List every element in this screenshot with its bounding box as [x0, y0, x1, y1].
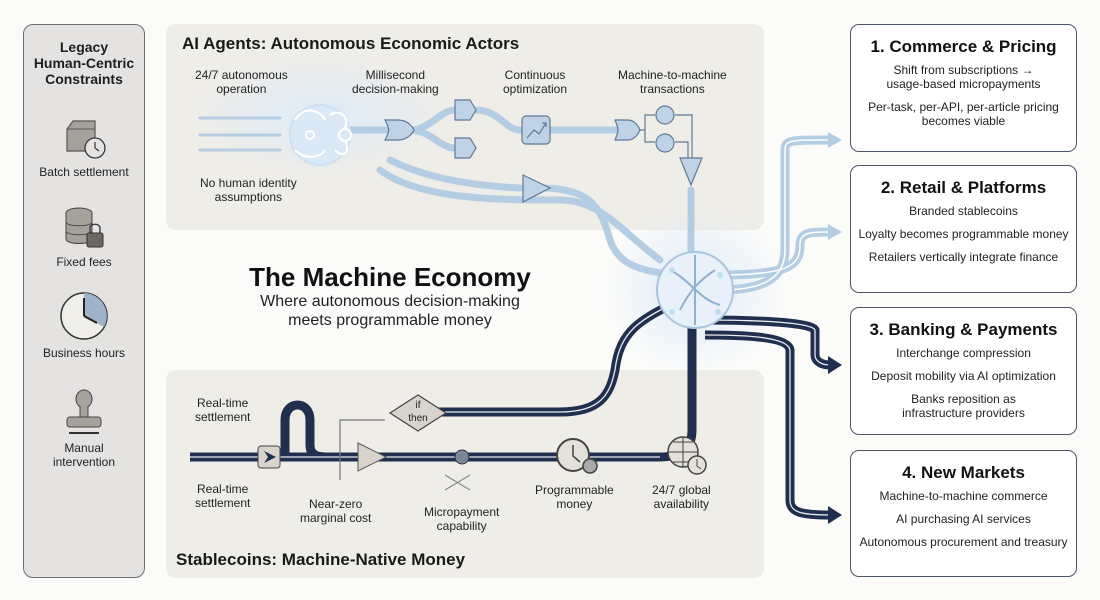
decision-if-text: if: [416, 400, 421, 411]
economy-hub-icon: [656, 251, 734, 329]
shuffle-icon: [444, 474, 471, 491]
card-title: 3. Banking & Payments: [869, 320, 1058, 339]
stamp-icon: [66, 389, 102, 434]
amplifier-icon: [522, 174, 552, 203]
ai-flow-highlights: [719, 139, 831, 291]
stablecoins-title: Stablecoins: Machine-Native Money: [176, 550, 466, 569]
card-line: Branded stablecoins: [909, 204, 1018, 218]
arrow-to-banking: [828, 356, 842, 374]
arrow-to-commerce: [828, 132, 842, 148]
card-line: Deposit mobility via AI optimization: [871, 369, 1056, 383]
card-line: Retailers vertically integrate finance: [868, 250, 1059, 264]
page-subtitle-line-2: meets programmable money: [288, 312, 492, 329]
legacy-item-business-hours: Business hours: [24, 290, 144, 360]
gate-icon: [454, 137, 477, 159]
card-line: Shift from subscriptions → usage-based m…: [886, 63, 1041, 91]
stablecoin-flow-lines: [190, 295, 831, 520]
page-subtitle-line-1: Where autonomous decision-making: [260, 293, 520, 310]
card-line: Machine-to-machine commerce: [879, 489, 1048, 503]
outcome-card-banking: 3. Banking & Payments Interchange compre…: [850, 307, 1077, 435]
m2m-node-icon: [614, 105, 703, 187]
database-lock-icon: [65, 207, 104, 248]
clock-icon: [60, 292, 108, 340]
or-gate-icon: [384, 119, 415, 141]
card-line: Loyalty becomes programmable money: [858, 227, 1069, 241]
stablecoins-panel: Stablecoins: Machine-Native Money: [166, 370, 764, 578]
card-line: Per-task, per-API, per-article pricing b…: [868, 100, 1059, 128]
outcome-card-new-markets: 4. New Markets Machine-to-machine commer…: [850, 450, 1077, 577]
triangle-amplifier-icon: [357, 442, 388, 472]
card-line: Interchange compression: [896, 346, 1031, 360]
card-line: Autonomous procurement and treasury: [859, 535, 1068, 549]
feedback-line: [339, 419, 385, 480]
neural-brain-icon: [289, 104, 352, 166]
card-title: 2. Retail & Platforms: [880, 178, 1047, 197]
if-then-decision-icon: if then: [388, 394, 448, 432]
page-title: The Machine Economy: [249, 262, 531, 292]
outcome-card-commerce: 1. Commerce & Pricing Shift from subscri…: [850, 24, 1077, 152]
globe-clock-icon: [667, 436, 707, 475]
legacy-title: Legacy Human-Centric Constraints: [33, 39, 135, 87]
gate-icon: [454, 99, 477, 121]
decision-then-text: then: [408, 413, 427, 424]
card-line: Banks reposition as infrastructure provi…: [902, 392, 1025, 420]
box-clock-icon: [66, 120, 106, 159]
card-line: AI purchasing AI services: [896, 512, 1031, 526]
stopwatch-gear-icon: [556, 438, 598, 474]
legacy-item-manual-intervention: Manual intervention: [24, 387, 144, 469]
settlement-arrow-icon: [264, 451, 276, 463]
ai-agents-title: AI Agents: Autonomous Economic Actors: [182, 34, 520, 53]
outcome-card-retail: 2. Retail & Platforms Branded stablecoin…: [850, 165, 1077, 293]
arrow-to-new-markets: [828, 506, 842, 524]
micropayment-node-icon: [454, 449, 470, 465]
optimization-chart-icon: [521, 115, 551, 145]
card-title: 1. Commerce & Pricing: [870, 37, 1057, 56]
legacy-item-fixed-fees: Fixed fees: [24, 205, 144, 269]
hero: The Machine Economy Where autonomous dec…: [230, 262, 550, 330]
arrow-to-retail: [828, 224, 842, 240]
card-title: 4. New Markets: [902, 463, 1025, 482]
legacy-constraints-panel: Legacy Human-Centric Constraints Batch s…: [23, 24, 145, 578]
legacy-item-batch-settlement: Batch settlement: [24, 115, 144, 179]
